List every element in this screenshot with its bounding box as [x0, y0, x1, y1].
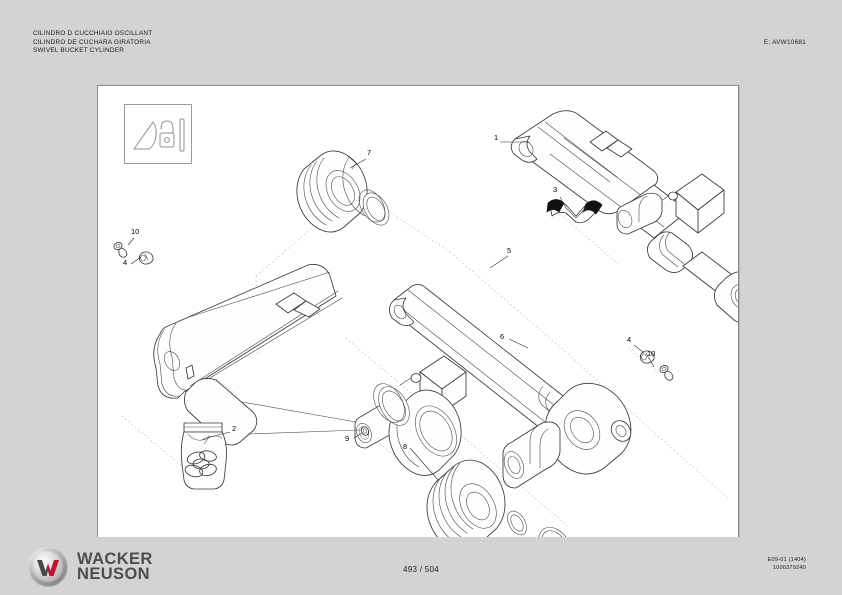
callout-7: 7: [367, 148, 372, 157]
part-6-bushing: [502, 421, 561, 489]
callout-8: 8: [403, 442, 408, 451]
part-8-piston: [426, 459, 506, 538]
part-10-nipple-upper: [113, 242, 128, 258]
vertical-bar-icon: [179, 118, 185, 152]
header-title-block: CILINDRO D CUCCHIAIO OSCILLANT CILINDRO …: [33, 30, 152, 56]
hook-lock-icon: [159, 120, 175, 148]
bucket-wedge-icon: [133, 121, 157, 150]
part-3-sleeve: [616, 192, 663, 235]
part-2-seal-kit-bag: [180, 422, 227, 490]
callout-1: 1: [494, 133, 499, 142]
callout-4: 4: [123, 258, 128, 267]
part-7-gland-nut: [296, 150, 368, 233]
brand-line-2: NEUSON: [77, 565, 150, 583]
footer-doc-id: 1000379240: [772, 565, 806, 571]
drawing-frame: .ln { fill:none; stroke:#3a3a3a; stroke-…: [97, 85, 739, 539]
title-italian: CILINDRO D CUCCHIAIO OSCILLANT: [33, 30, 153, 37]
page-header: CILINDRO D CUCCHIAIO OSCILLANT CILINDRO …: [0, 0, 842, 72]
brand-logo: WACKER NEUSON: [28, 547, 153, 587]
brand-wordmark: WACKER NEUSON: [77, 549, 153, 583]
brand-line-1: WACKER: [77, 549, 153, 568]
callout-6: 6: [500, 332, 505, 341]
exploded-parts-illustration: .ln { fill:none; stroke:#3a3a3a; stroke-…: [113, 110, 738, 538]
symbol-box-graphics: [133, 118, 185, 152]
page-number: 493 / 504: [402, 565, 440, 574]
part-9-retaining-ring: [360, 426, 370, 436]
callout-2: 2: [232, 424, 237, 433]
logo-w-glyph: [37, 560, 59, 576]
seal-ring-pair-left: [373, 383, 410, 426]
callout-3: 3: [553, 185, 558, 194]
part-4-fitting-upper: [138, 251, 154, 265]
title-spanish: CILINDRO DE CUCHARA GIRATORIA: [33, 38, 151, 46]
seal-ring-upper: [358, 189, 390, 226]
part-1-cylinder-assembly: [510, 110, 738, 323]
callout-9: 9: [345, 434, 350, 443]
part-10-nipple-lower: [659, 365, 674, 381]
callout-leader-lines: [127, 141, 655, 481]
part-5-piston-rod: [389, 283, 632, 475]
callout-10b: 10: [647, 349, 656, 358]
callout-4b: 4: [627, 335, 632, 344]
wacker-neuson-badge-icon: [28, 547, 68, 587]
header-reference-code: E: AVW10681: [763, 39, 806, 46]
seal-ring-train: [507, 510, 574, 538]
footer-doc-code: E09-01 (1404): [767, 557, 806, 563]
callout-10: 10: [131, 227, 140, 236]
callout-5: 5: [507, 246, 512, 255]
drawing-canvas: .ln { fill:none; stroke:#3a3a3a; stroke-…: [98, 86, 738, 538]
symbol-box: [124, 104, 192, 164]
footer-document-codes: E09-01 (1404) 1000379240: [768, 556, 806, 572]
title-english: SWIVEL BUCKET CYLINDER: [33, 47, 125, 55]
page-footer: WACKER NEUSON 493 / 504 E09-01 (1404) 10…: [0, 537, 842, 595]
part-3-hose-bend: [546, 199, 603, 224]
